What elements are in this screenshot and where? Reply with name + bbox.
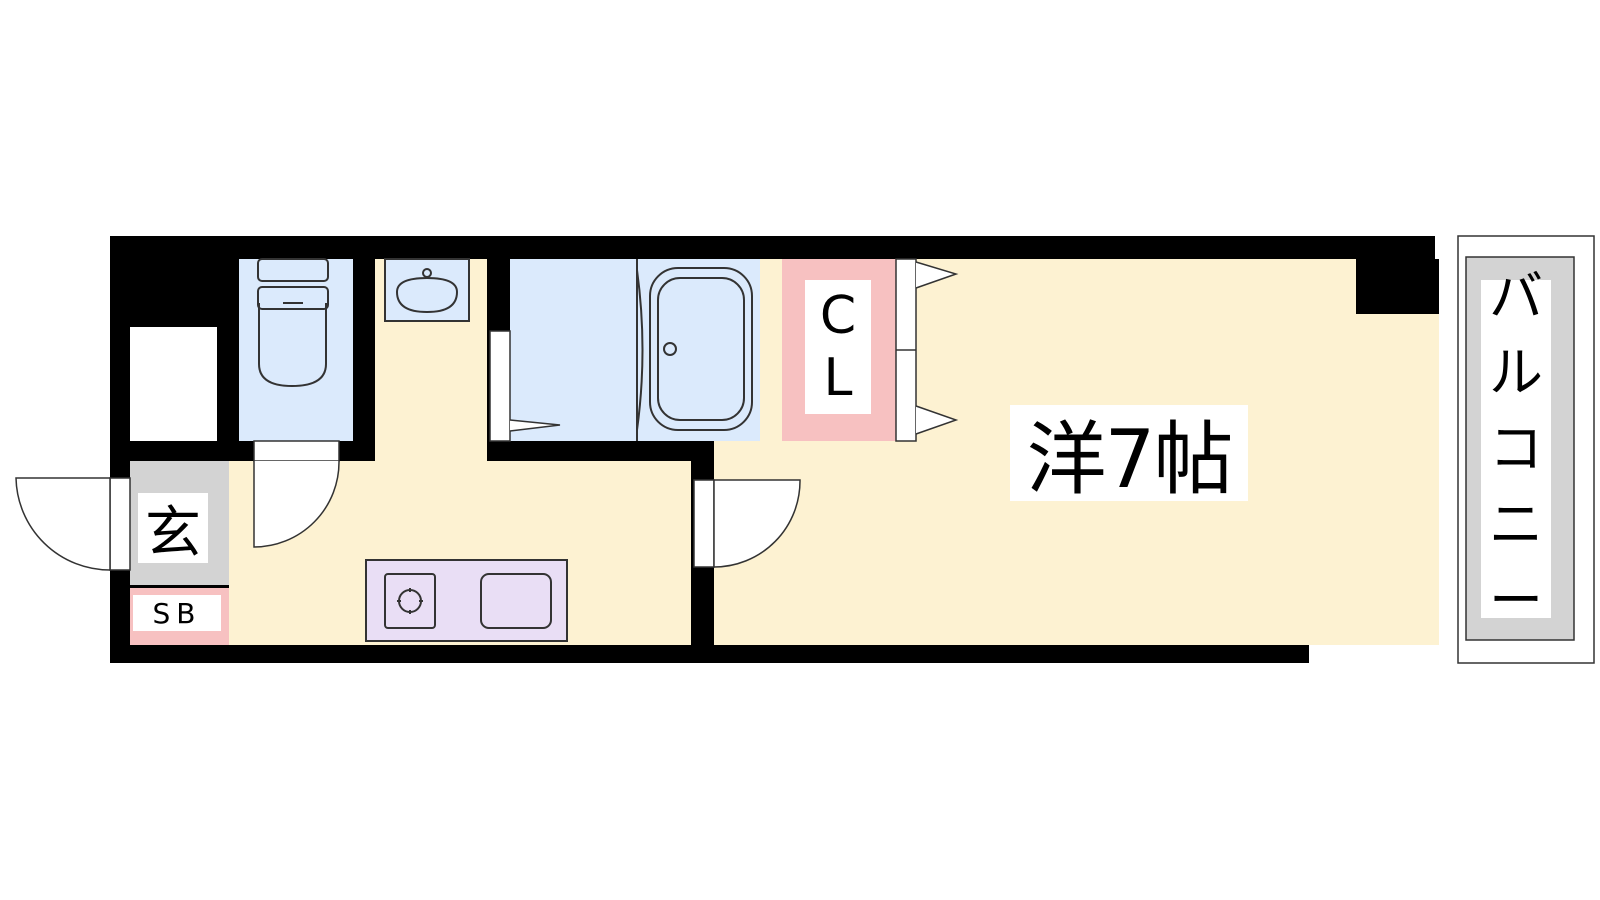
storage-space xyxy=(130,327,217,441)
stove-icon xyxy=(384,573,436,629)
toilet-icon xyxy=(257,258,329,388)
washbasin-icon xyxy=(384,258,470,322)
toilet-door-frame xyxy=(253,440,340,462)
front-door-frame xyxy=(109,477,131,571)
bath-door-frame xyxy=(489,330,511,442)
window xyxy=(1309,645,1435,663)
shoe-box-label: SB xyxy=(133,595,221,631)
balcony-label: バ ル コ ニ ー xyxy=(1481,265,1551,632)
toilet-door-swing xyxy=(253,460,340,548)
balcony-label-char: バ xyxy=(1489,265,1543,328)
western-room-label: 洋7帖 xyxy=(1010,405,1248,506)
balcony-label-char: コ xyxy=(1489,417,1543,480)
room-door-swing xyxy=(713,479,801,568)
bath-door-leaf xyxy=(509,419,561,432)
closet-door-leaf-top xyxy=(915,261,959,289)
room-door-frame xyxy=(693,479,715,568)
closet-door-leaf-bottom xyxy=(915,405,959,435)
sink-icon xyxy=(480,573,552,629)
balcony-label-char: ル xyxy=(1489,341,1543,404)
closet-label-char: L xyxy=(823,348,853,408)
bathtub-icon xyxy=(636,267,753,431)
balcony-label-char: ニ xyxy=(1489,493,1543,556)
closet-label: C L xyxy=(805,280,871,414)
entrance-label: 玄 xyxy=(138,493,208,566)
closet-label-char: C xyxy=(819,286,857,346)
corner-pillar xyxy=(1356,259,1439,314)
bathroom-floor xyxy=(510,259,760,441)
balcony-label-char: ー xyxy=(1489,569,1543,632)
front-door-swing xyxy=(15,477,111,571)
